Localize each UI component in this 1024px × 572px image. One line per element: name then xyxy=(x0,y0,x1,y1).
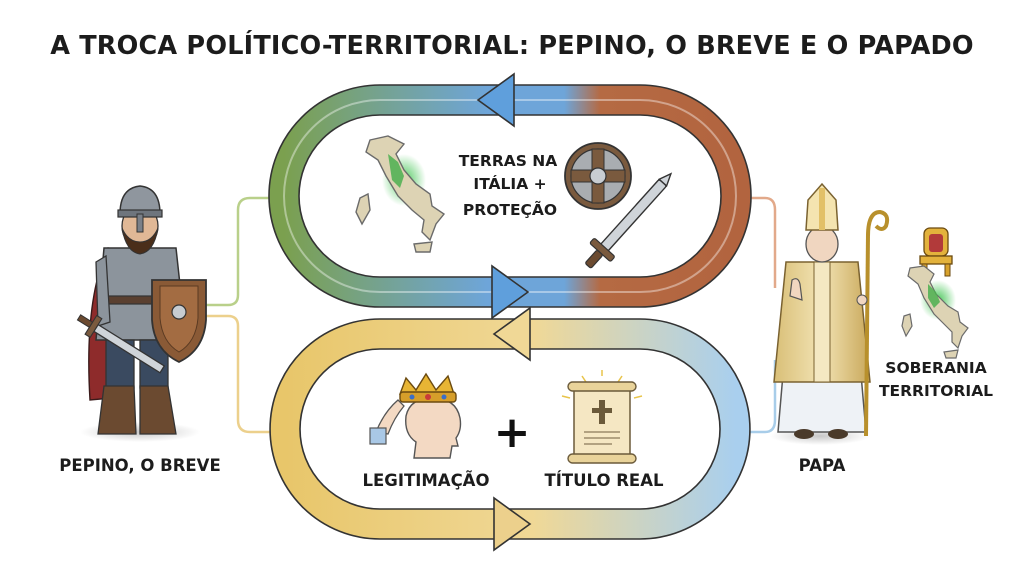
left-connector xyxy=(196,196,300,434)
pope-label: PAPA xyxy=(799,456,846,475)
diagram-title: A TROCA POLÍTICO-TERRITORIAL: PEPINO, O … xyxy=(50,31,974,61)
royal-title-label: TÍTULO REAL xyxy=(544,471,663,490)
royal-scroll-icon xyxy=(561,370,643,464)
crowning-head-icon xyxy=(369,372,462,459)
top-loop-arrowhead-right xyxy=(491,264,530,320)
pepin-figure xyxy=(76,185,207,442)
round-shield-icon xyxy=(564,142,632,210)
top-loop-label-line-3: PROTEÇÃO xyxy=(463,200,557,219)
plus-operator: + xyxy=(494,407,531,458)
sovereignty-italy-map-icon xyxy=(901,265,969,359)
pepin-label: PEPINO, O BREVE xyxy=(59,456,220,475)
sword-icon xyxy=(585,172,673,269)
top-exchange-loop xyxy=(268,72,752,320)
bottom-loop-arrowhead-left xyxy=(492,306,531,362)
right-connector xyxy=(720,196,777,434)
sovereignty-label-line-1: SOBERANIA xyxy=(885,359,986,377)
sovereignty-label-line-2: TERRITORIAL xyxy=(879,382,993,400)
throne-icon xyxy=(919,227,953,277)
legitimation-label: LEGITIMAÇÃO xyxy=(363,471,490,490)
top-loop-label-line-1: TERRAS NA xyxy=(459,152,558,170)
bottom-loop-arrowhead-right xyxy=(493,496,532,552)
top-loop-label-line-2: ITÁLIA + xyxy=(473,174,546,193)
italy-map-icon xyxy=(355,135,446,253)
top-loop-arrowhead-left xyxy=(476,72,515,128)
pope-figure xyxy=(770,182,890,445)
